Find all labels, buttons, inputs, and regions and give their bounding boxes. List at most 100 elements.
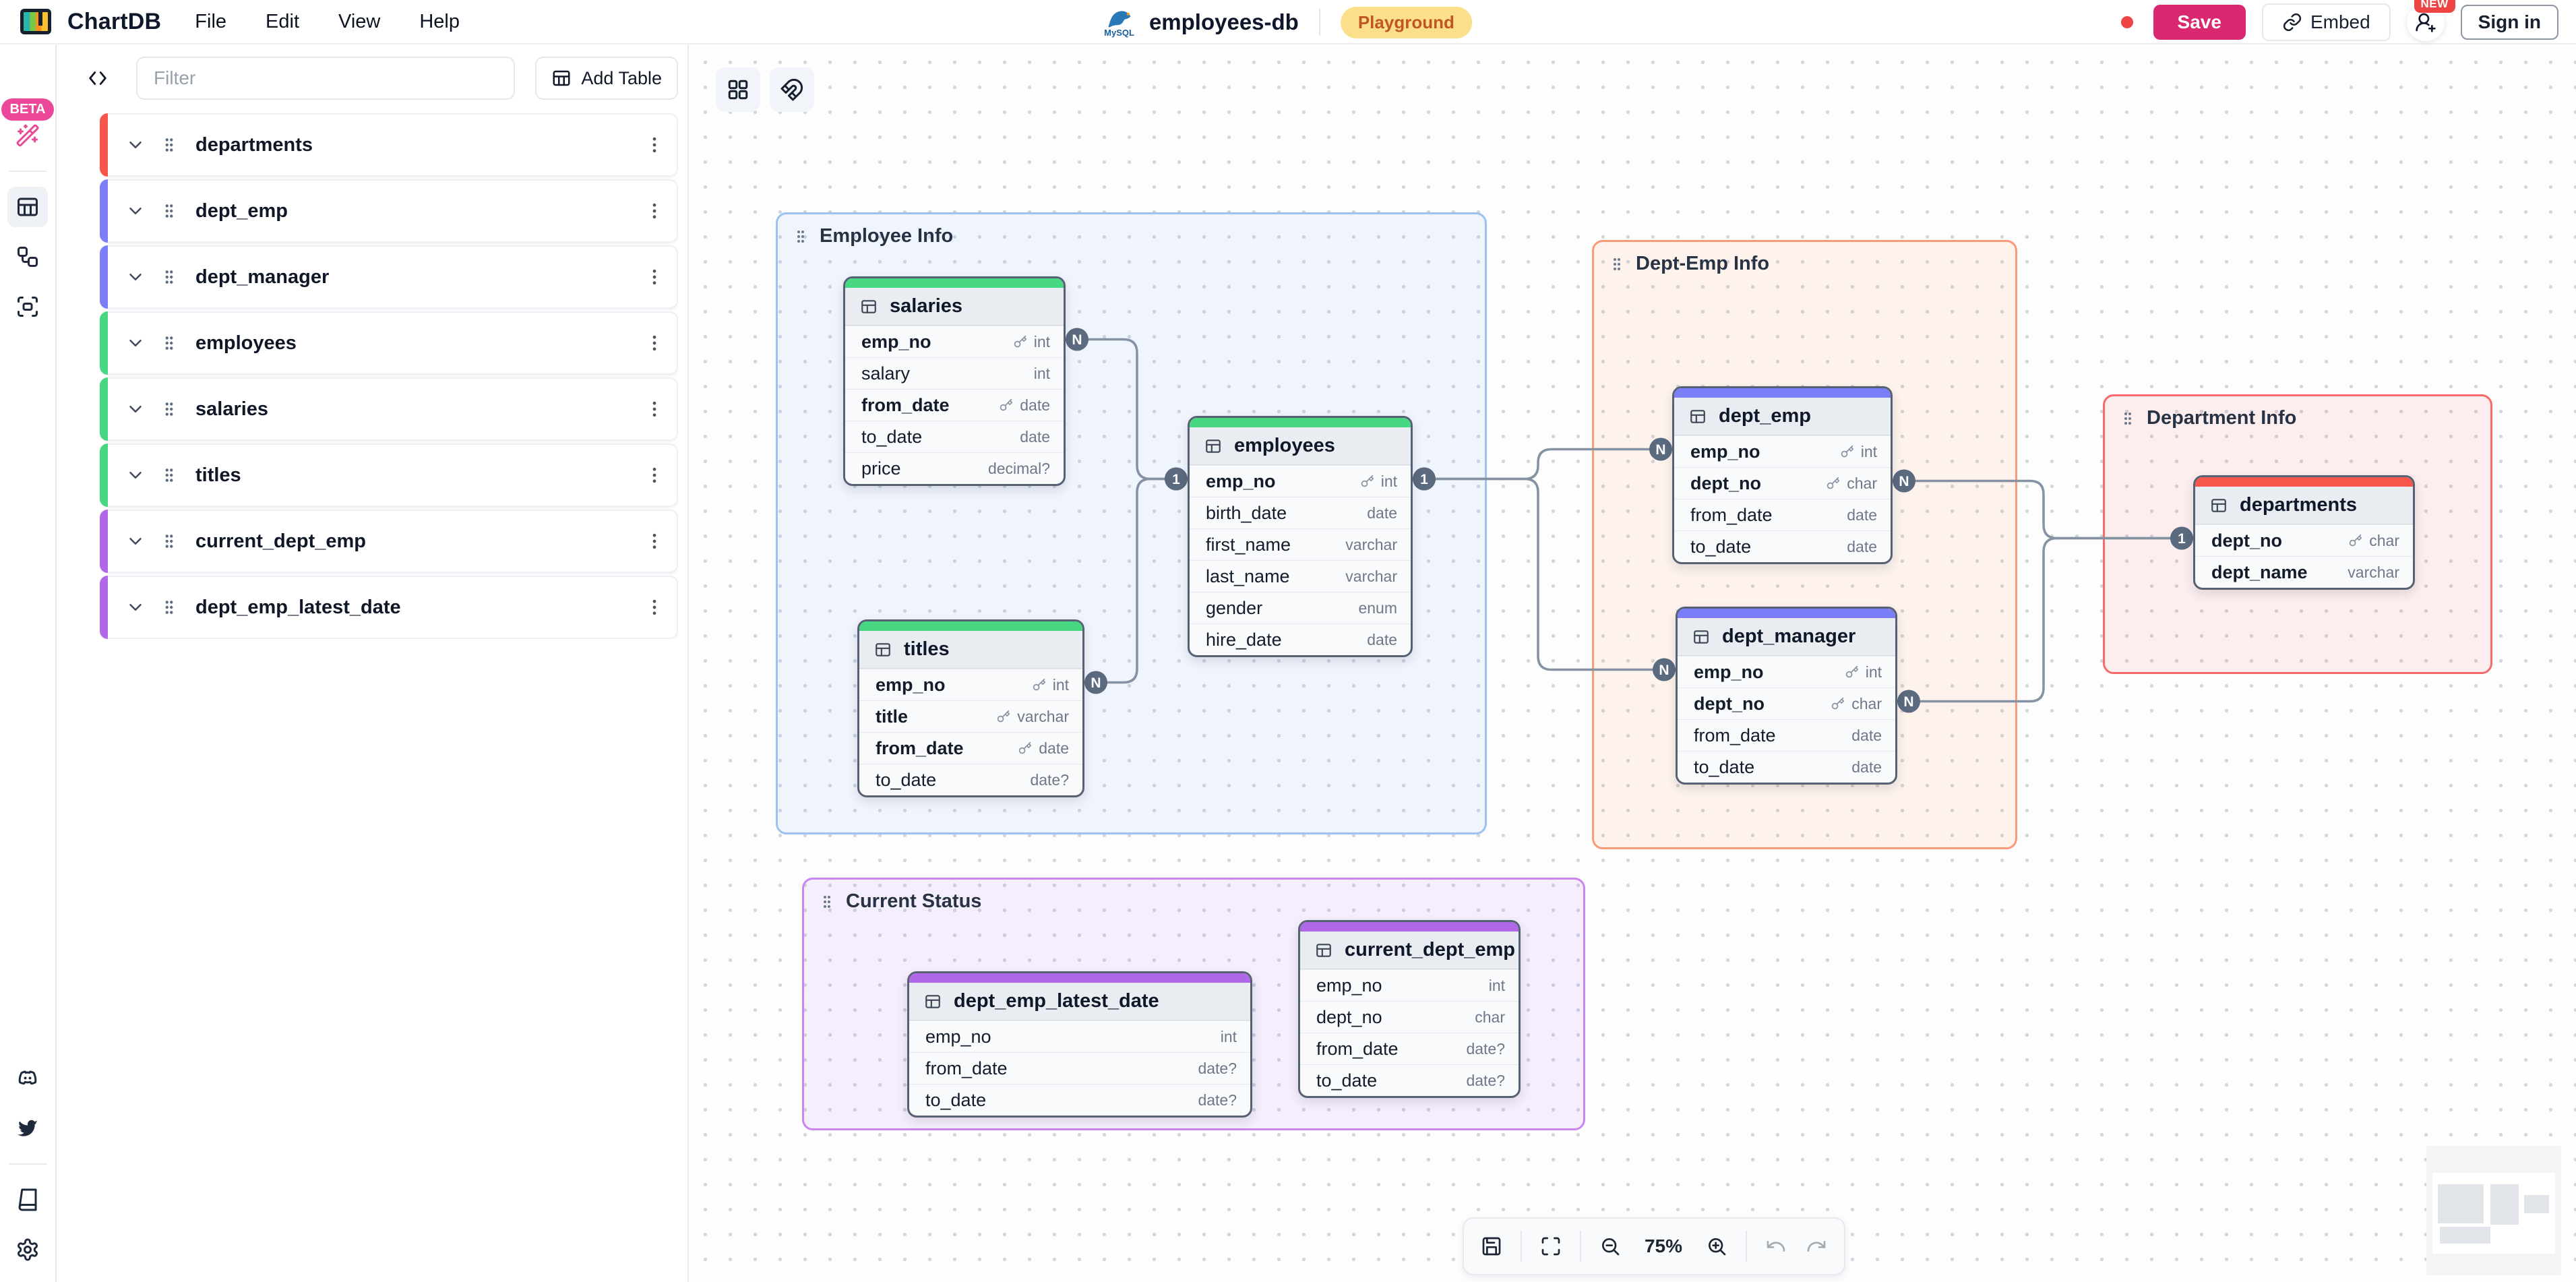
sign-in-button[interactable]: Sign in: [2460, 5, 2558, 40]
chevron-down-icon[interactable]: [125, 201, 146, 221]
discord-icon[interactable]: [7, 1058, 48, 1099]
sidebar-item-dept_emp[interactable]: dept_emp: [100, 179, 678, 243]
area-title: Current Status: [846, 890, 982, 912]
sidebar-item-dept_emp_latest_date[interactable]: dept_emp_latest_date: [100, 576, 678, 639]
tables-tool-icon[interactable]: [7, 187, 48, 227]
twitter-icon[interactable]: [7, 1108, 48, 1149]
undo-button[interactable]: [1758, 1228, 1794, 1264]
save-diagram-button[interactable]: [1473, 1228, 1510, 1264]
table-header: employees: [1190, 427, 1411, 465]
sidebar-item-departments[interactable]: departments: [100, 113, 678, 177]
drag-handle-icon[interactable]: [819, 894, 835, 910]
field-type: date: [1851, 758, 1882, 776]
area-label: Current Status: [819, 890, 981, 913]
drag-handle-icon[interactable]: [160, 268, 178, 286]
minimap[interactable]: [2426, 1146, 2561, 1275]
add-table-button[interactable]: Add Table: [535, 57, 678, 100]
chevron-down-icon[interactable]: [125, 399, 146, 419]
table-color-bar: [1300, 922, 1519, 932]
field-type-label: date: [1851, 726, 1882, 744]
diagram-title[interactable]: employees-db: [1148, 9, 1299, 34]
more-options-icon[interactable]: [644, 465, 665, 485]
table-header: dept_emp_latest_date: [909, 983, 1250, 1020]
drag-handle-icon[interactable]: [160, 136, 178, 154]
settings-icon[interactable]: [7, 1229, 48, 1270]
chevron-down-icon[interactable]: [125, 531, 146, 551]
more-options-icon[interactable]: [644, 597, 665, 617]
magic-wand-icon[interactable]: [7, 115, 48, 156]
sidebar-item-dept_manager[interactable]: dept_manager: [100, 245, 678, 309]
docs-icon[interactable]: [7, 1180, 48, 1220]
field-name: salary: [861, 363, 911, 384]
zoom-out-button[interactable]: [1592, 1228, 1628, 1264]
table-icon: [874, 641, 892, 659]
zoom-level-label[interactable]: 75%: [1644, 1235, 1683, 1256]
drag-handle-icon[interactable]: [2120, 410, 2136, 427]
more-options-icon[interactable]: [644, 267, 665, 287]
chevron-down-icon[interactable]: [125, 597, 146, 617]
field-type: int: [1360, 472, 1397, 491]
field-type: varchar: [1345, 568, 1397, 586]
snap-magnet-button[interactable]: [770, 67, 814, 112]
layout-grid-button[interactable]: [716, 67, 760, 112]
chevron-down-icon[interactable]: [125, 267, 146, 287]
relationships-tool-icon[interactable]: [7, 237, 48, 277]
chevron-down-icon[interactable]: [125, 135, 146, 155]
drag-handle-icon[interactable]: [1609, 256, 1625, 272]
table-color-bar: [2195, 477, 2413, 487]
field-type-label: date?: [1466, 1071, 1505, 1089]
drag-handle-icon[interactable]: [793, 228, 809, 245]
code-view-button[interactable]: [80, 60, 116, 96]
filter-input[interactable]: [136, 57, 516, 100]
more-options-icon[interactable]: [644, 531, 665, 551]
field-name: last_name: [1206, 566, 1290, 586]
sidebar-item-salaries[interactable]: salaries: [100, 377, 678, 441]
sidebar-item-employees[interactable]: employees: [100, 311, 678, 375]
field-type-label: int: [1860, 442, 1877, 460]
field-name: title: [876, 706, 909, 727]
zoom-in-button[interactable]: [1698, 1228, 1735, 1264]
sidebar-item-titles[interactable]: titles: [100, 444, 678, 507]
field-type-label: date?: [1198, 1059, 1237, 1077]
menu-edit[interactable]: Edit: [266, 10, 300, 32]
menu-file[interactable]: File: [195, 10, 227, 32]
drag-handle-icon[interactable]: [160, 334, 178, 352]
chevron-down-icon[interactable]: [125, 333, 146, 353]
more-options-icon[interactable]: [644, 135, 665, 155]
drag-handle-icon[interactable]: [160, 532, 178, 550]
save-button[interactable]: Save: [2153, 5, 2246, 40]
menu-help[interactable]: Help: [419, 10, 460, 32]
more-options-icon[interactable]: [644, 399, 665, 419]
areas-tool-icon[interactable]: [7, 286, 48, 327]
table-header: dept_manager: [1678, 618, 1895, 656]
redo-button[interactable]: [1798, 1228, 1835, 1264]
field-type: date: [1847, 506, 1877, 524]
drag-handle-icon[interactable]: [160, 202, 178, 220]
more-options-icon[interactable]: [644, 333, 665, 353]
chevron-down-icon[interactable]: [125, 465, 146, 485]
field-type: date: [1367, 631, 1397, 649]
embed-button[interactable]: Embed: [2261, 3, 2391, 41]
field-name: to_date: [1316, 1070, 1378, 1091]
drag-handle-icon[interactable]: [160, 466, 178, 484]
field-type-label: int: [1865, 663, 1882, 681]
drag-handle-icon[interactable]: [160, 400, 178, 418]
more-options-icon[interactable]: [644, 201, 665, 221]
menu-view[interactable]: View: [338, 10, 381, 32]
fit-view-button[interactable]: [1533, 1228, 1569, 1264]
sidebar-item-current_dept_emp[interactable]: current_dept_emp: [100, 510, 678, 573]
drag-handle-icon[interactable]: [160, 599, 178, 616]
